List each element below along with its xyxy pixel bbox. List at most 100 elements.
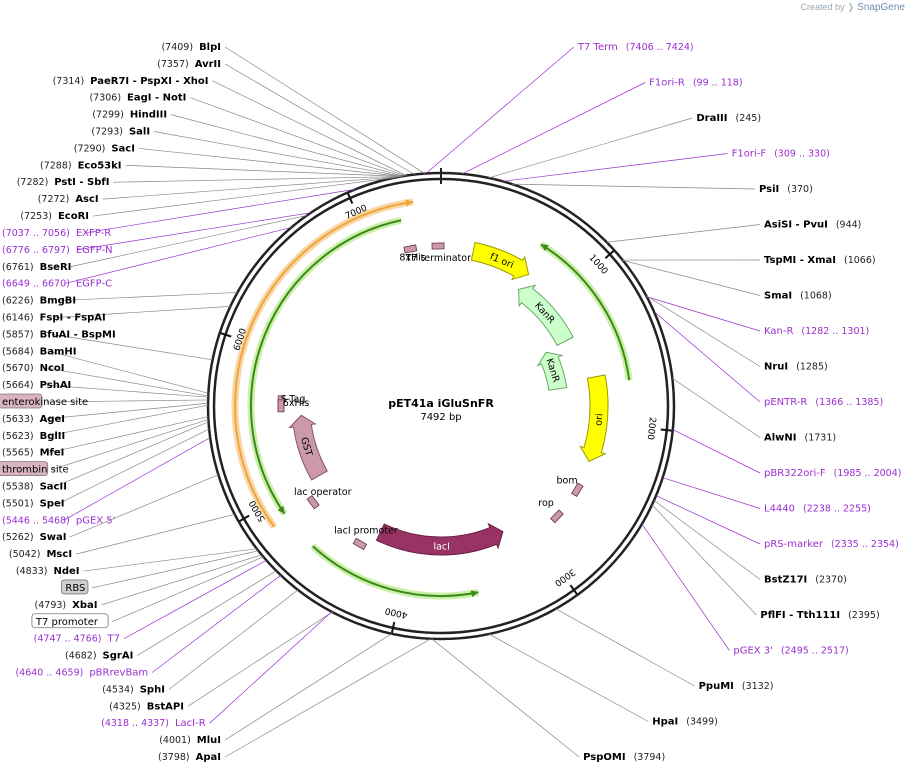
leader-line <box>488 633 649 722</box>
feature-arrow <box>288 414 328 481</box>
svg-text:(4747 .. 4766)T7: (4747 .. 4766)T7 <box>34 634 120 645</box>
enzyme-label: PpuMI (3132) <box>699 681 774 692</box>
label-name: PstI - SbfI <box>54 177 109 188</box>
leader-line <box>75 514 235 555</box>
leader-line <box>653 500 761 580</box>
label-position: (2370) <box>815 575 847 586</box>
svg-text:(6761)BseRI: (6761)BseRI <box>2 262 71 273</box>
svg-text:(5670)NcoI: (5670)NcoI <box>2 363 64 374</box>
svg-text:PsiI(370): PsiI (370) <box>759 184 813 195</box>
leader-line <box>641 523 730 651</box>
enzyme-label: AlwNI(1731) <box>764 433 836 444</box>
label-position: (7253) <box>20 211 52 222</box>
label-name: BstZ17I <box>764 575 807 586</box>
leader-line <box>76 212 312 251</box>
svg-text:L4440(2238 .. 2255): L4440(2238 .. 2255) <box>764 504 871 515</box>
leader-line <box>606 224 761 243</box>
label-name: Kan-R <box>764 326 793 337</box>
label-position: (4682) <box>65 651 97 662</box>
small-feature-glyph <box>431 242 445 250</box>
svg-text:F1ori-F(309 .. 330): F1ori-F(309 .. 330) <box>732 149 830 160</box>
label-position: (7314) <box>53 76 85 87</box>
feature-label: GST <box>298 436 314 458</box>
small-feature-label: 6xHis <box>283 398 309 409</box>
label-position: (6761) <box>2 262 34 273</box>
label-name: BglII <box>40 431 66 442</box>
labels-layer: (7409)BlpI (7357)AvrII (7314)PaeR7I - PspX… <box>0 42 901 763</box>
svg-text:(7272)AscI: (7272)AscI <box>38 194 99 205</box>
label-position: (3132) <box>742 681 774 692</box>
svg-text:HpaI(3499): HpaI(3499) <box>652 717 718 728</box>
scale-tick-label: 3000 <box>552 566 577 588</box>
leader-line <box>646 295 761 367</box>
enzyme-label: AsiSI - PvuI(944) <box>764 220 861 231</box>
enzyme-label: (4325)BstAPI <box>109 701 184 712</box>
enzyme-label: BstZ17I (2370) <box>764 575 847 586</box>
label-name: EcoRI <box>58 211 89 222</box>
primer-label: F1ori-F(309 .. 330) <box>732 149 830 160</box>
svg-text:pRS-marker(2335 .. 2354): pRS-marker(2335 .. 2354) <box>764 539 899 550</box>
svg-text:(3798)ApaI: (3798)ApaI <box>158 752 221 763</box>
label-name: EXFP-R <box>76 228 111 239</box>
label-name: SgrAI <box>103 651 134 662</box>
svg-text:AsiSI - PvuI(944): AsiSI - PvuI(944) <box>764 220 861 231</box>
label-position: (7299) <box>92 110 124 121</box>
label-box <box>0 393 43 409</box>
label-name: EagI - NotI <box>127 93 186 104</box>
label-position: (6776 .. 6797) <box>2 245 70 256</box>
svg-text:T7 Term(7406 .. 7424): T7 Term(7406 .. 7424) <box>577 42 694 53</box>
scale-tick <box>390 621 396 633</box>
small-feature-label: bom <box>557 475 578 486</box>
svg-text:(5623)BglII: (5623)BglII <box>2 431 65 442</box>
enzyme-label: (4793)XbaI <box>35 600 98 611</box>
svg-text:(4534)SphI: (4534)SphI <box>102 684 165 695</box>
label-position: (5042) <box>9 549 41 560</box>
enzyme-label: (5042)MscI <box>9 549 72 560</box>
label-name: AsiSI - PvuI <box>764 220 828 231</box>
label-position: (4001) <box>159 735 191 746</box>
leader-line <box>51 419 209 470</box>
enzyme-label: (7288)Eco53kI <box>40 160 122 171</box>
leader-line <box>655 495 761 545</box>
label-position: (1985 .. 2004) <box>834 468 902 479</box>
svg-text:SmaI(1068): SmaI(1068) <box>764 291 832 302</box>
enzyme-label: (5633)AgeI <box>2 414 65 425</box>
scale-tick <box>220 332 232 338</box>
primer-label: (6776 .. 6797)EGFP-N <box>2 245 113 256</box>
label-position: (370) <box>787 184 813 195</box>
leader-lines-layer <box>45 46 761 758</box>
leader-line <box>70 215 308 268</box>
enzyme-label: (5565)MfeI <box>2 448 64 459</box>
svg-text:(4318 .. 4337)LacI-R: (4318 .. 4337)LacI-R <box>101 718 206 729</box>
leader-line <box>138 148 402 177</box>
label-name: F1ori-F <box>732 149 767 160</box>
svg-text:(7409)BlpI: (7409)BlpI <box>161 42 221 53</box>
label-name: NcoI <box>40 363 65 374</box>
label-position: (7288) <box>40 160 72 171</box>
label-position: (4833) <box>16 566 48 577</box>
enzyme-label: (4001)MluI <box>159 735 221 746</box>
enzyme-label: (7357)AvrII <box>157 59 221 70</box>
leader-line <box>46 384 209 398</box>
label-name: HindIII <box>130 110 167 121</box>
leader-line <box>69 474 219 538</box>
label-position: (7290) <box>74 143 106 154</box>
svg-text:(7282)PstI - SbfI: (7282)PstI - SbfI <box>17 177 110 188</box>
label-name: PspOMI <box>583 752 625 763</box>
label-name: pBR322ori-F <box>764 468 826 479</box>
label-name: SacI <box>111 143 135 154</box>
label-name: PshAI <box>40 380 72 391</box>
svg-text:pENTR-R(1366 .. 1385): pENTR-R(1366 .. 1385) <box>764 397 883 408</box>
leader-line <box>63 437 211 521</box>
enzyme-label: (5664)PshAI <box>2 380 71 391</box>
label-name: PsiI <box>759 184 779 195</box>
svg-text:(7253)EcoRI: (7253) EcoRI <box>20 211 89 222</box>
label-name: PpuMI <box>699 681 734 692</box>
enzyme-label: (7299) HindIII <box>92 110 167 121</box>
label-position: (5684) <box>2 346 34 357</box>
primer-label: (7037 .. 7056)EXFP-R <box>2 228 111 239</box>
scale-tick <box>347 193 354 204</box>
enzyme-label: (7314)PaeR7I - PspXI - XhoI <box>53 76 209 87</box>
leader-line <box>47 404 209 437</box>
svg-text:pGEX 3'(2495 .. 2517): pGEX 3'(2495 .. 2517) <box>733 646 848 657</box>
